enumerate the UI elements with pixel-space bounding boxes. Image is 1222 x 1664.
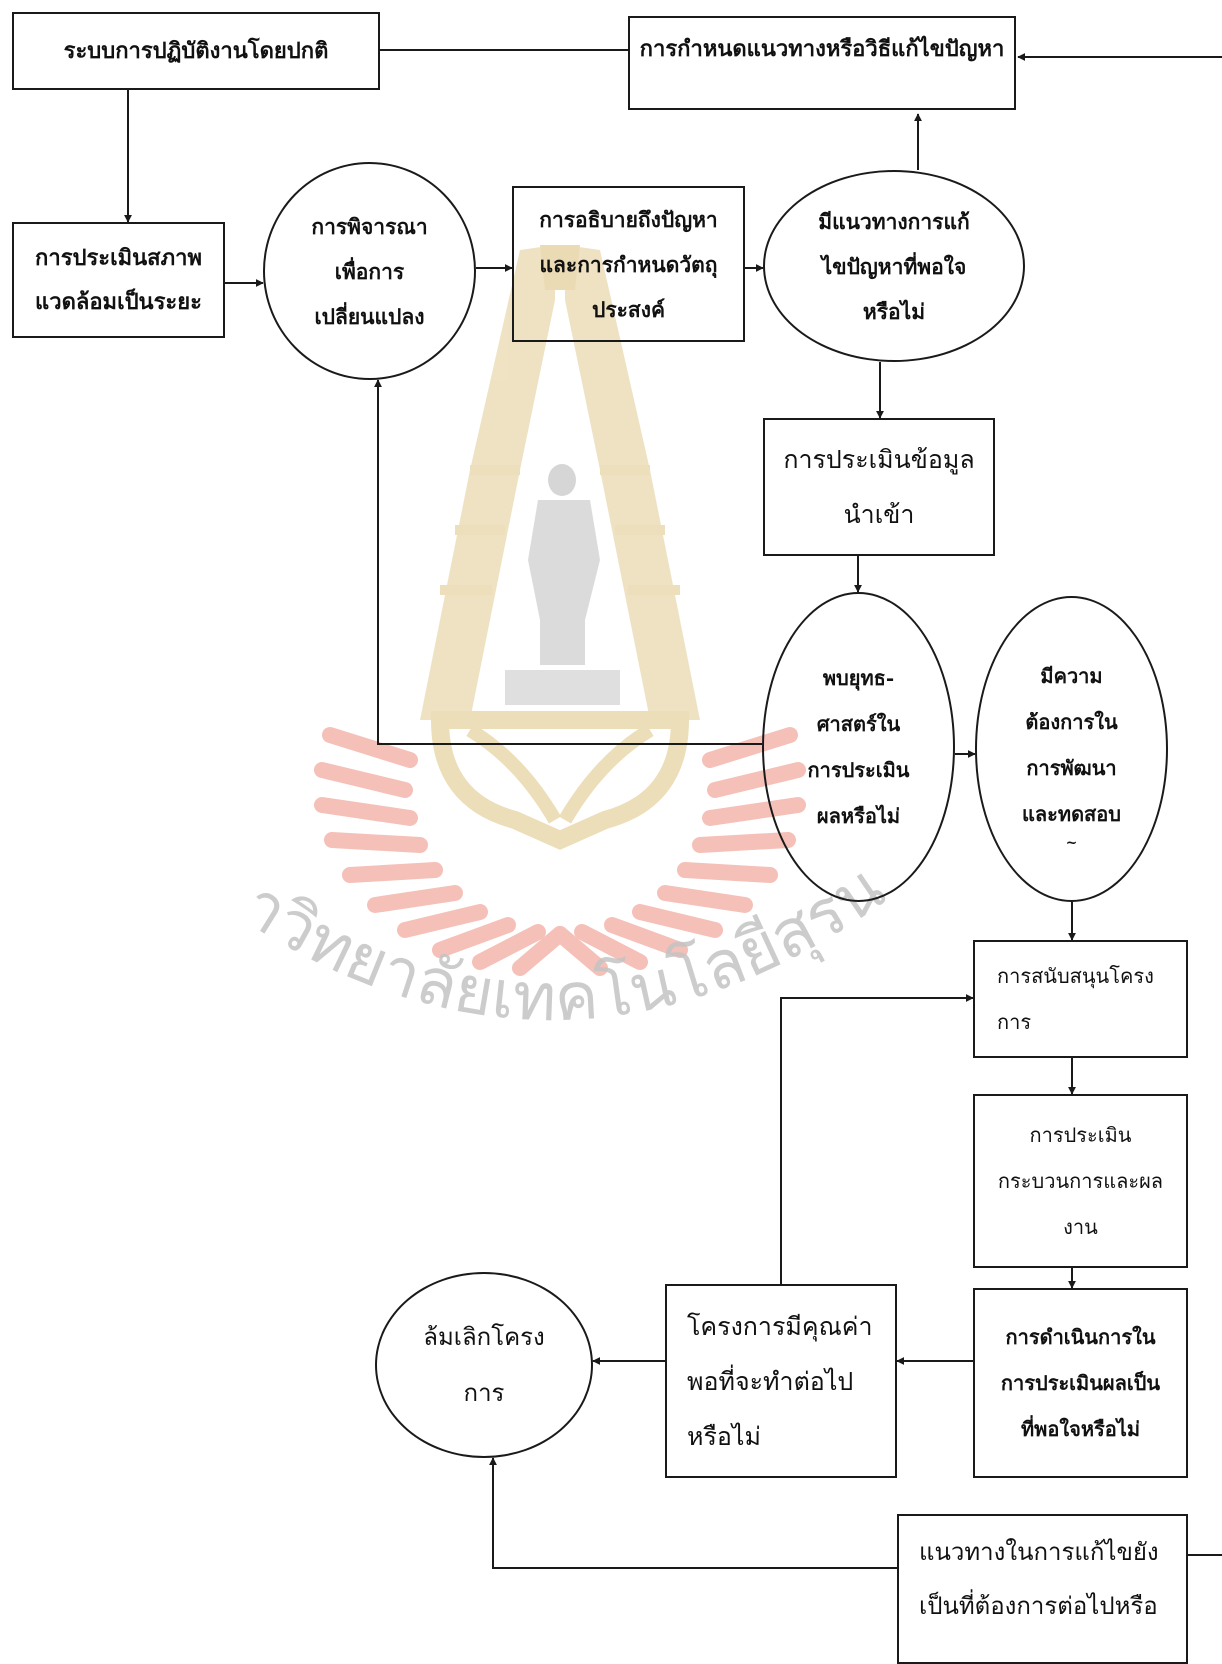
node-label: เพื่อการ (334, 258, 405, 284)
node-label: การพิจารณา (311, 213, 428, 239)
node-label: งาน (1063, 1215, 1098, 1239)
edge-needed-to-cancel (489, 1457, 897, 1569)
node-label: ต้องการใน (1025, 710, 1118, 734)
node-label: การประเมินสภาพ (35, 245, 202, 271)
edge-strategy-to-consider (374, 379, 762, 745)
box-process-output-eval: การประเมิน กระบวนการและผล งาน (973, 1094, 1188, 1268)
box-define-solution: การกำหนดแนวทางหรือวิธีแก้ไขปัญหา (628, 16, 1016, 110)
box-environment-assessment: การประเมินสภาพ แวดล้อมเป็นระยะ (12, 222, 225, 338)
node-label: โครงการมีคุณค่า (687, 1311, 873, 1341)
box-eval-satisfactory: การดำเนินการใน การประเมินผลเป็น ที่พอใจห… (973, 1288, 1188, 1478)
ellipse-strategy-found: พบยุทธ- ศาสตร์ใน การประเมิน ผลหรือไม่ (762, 592, 955, 902)
node-label: มีความ (1040, 664, 1103, 688)
node-label: ศาสตร์ใน (816, 712, 901, 736)
node-label: ระบบการปฏิบัติงานโดยปกติ (63, 38, 329, 64)
box-describe-problem: การอธิบายถึงปัญหา และการกำหนดวัตถุ ประสง… (512, 186, 745, 342)
edge-worth-to-support (780, 994, 974, 1284)
seal-logo (314, 245, 806, 976)
ellipse-cancel-project: ล้มเลิกโครง การ (375, 1272, 593, 1458)
node-label: การสนับสนุนโครง (997, 964, 1154, 988)
node-label: การประเมิน (807, 758, 910, 782)
node-label: การ (997, 1010, 1032, 1034)
node-label: พอที่จะทำต่อไป (687, 1366, 854, 1396)
box-input-evaluation: การประเมินข้อมูล นำเข้า (763, 418, 995, 556)
node-label: หรือไม่ (687, 1421, 761, 1451)
node-label: มีแนวทางการแก้ (818, 208, 970, 234)
box-normal-operation: ระบบการปฏิบัติงานโดยปกติ (12, 12, 380, 90)
node-label: เปลี่ยนแปลง (314, 303, 425, 329)
node-label: การกำหนดแนวทางหรือวิธีแก้ไขปัญหา (639, 36, 1005, 62)
node-label: ไขปัญหาที่พอใจ (821, 253, 967, 279)
box-project-worth: โครงการมีคุณค่า พอที่จะทำต่อไป หรือไม่ (665, 1284, 897, 1478)
node-label: ล้มเลิกโครง (423, 1323, 545, 1351)
ellipse-satisfactory-solution: มีแนวทางการแก้ ไขปัญหาที่พอใจ หรือไม่ (763, 170, 1025, 362)
node-label: นำเข้า (843, 500, 915, 529)
node-label: และทดสอบ (1022, 802, 1121, 826)
node-label: การ (463, 1379, 505, 1407)
node-label: การประเมินข้อมูล (783, 445, 975, 474)
node-label: เป็นที่ต้องการต่อไปหรือ (919, 1592, 1158, 1620)
node-label: ~ (1065, 835, 1078, 851)
box-project-support: การสนับสนุนโครง การ (973, 940, 1188, 1058)
box-solution-still-needed: แนวทางในการแก้ไขยัง เป็นที่ต้องการต่อไปห… (897, 1514, 1188, 1664)
node-label: และการกำหนดวัตถุ (539, 251, 718, 277)
node-label: การดำเนินการใน (1005, 1325, 1156, 1349)
node-label: การอธิบายถึงปัญหา (539, 206, 718, 232)
node-label: แนวทางในการแก้ไขยัง (919, 1538, 1159, 1566)
node-label: ผลหรือไม่ (816, 804, 901, 828)
node-label: แวดล้อมเป็นระยะ (35, 289, 202, 315)
node-label: การประเมิน (1029, 1123, 1132, 1147)
ellipse-need-dev-test: มีความ ต้องการใน การพัฒนา และทดสอบ ~ (975, 596, 1168, 902)
ellipse-consider-change: การพิจารณา เพื่อการ เปลี่ยนแปลง (263, 162, 476, 380)
node-label: ที่พอใจหรือไม่ (1020, 1417, 1141, 1441)
node-label: พบยุทธ- (822, 666, 895, 690)
node-label: กระบวนการและผล (997, 1169, 1164, 1193)
node-label: หรือไม่ (862, 298, 926, 324)
node-label: ประสงค์ (591, 296, 665, 322)
node-label: การประเมินผลเป็น (1000, 1371, 1161, 1395)
node-label: การพัฒนา (1026, 756, 1117, 780)
